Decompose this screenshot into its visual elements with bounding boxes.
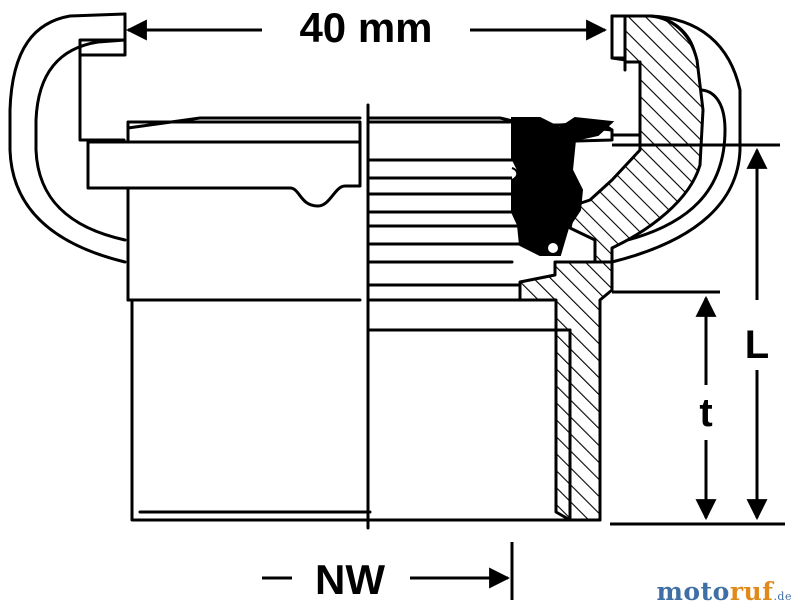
left-top-seal xyxy=(126,120,362,144)
gasket xyxy=(511,116,615,256)
dim-width-label: 40 mm xyxy=(299,4,432,51)
dim-nominal-label: NW xyxy=(315,556,385,603)
left-flange xyxy=(86,140,362,208)
left-claw-inner xyxy=(34,38,127,242)
left-claw xyxy=(8,12,127,264)
hatch-inner xyxy=(554,328,572,522)
brand-logo: motoruf.de xyxy=(656,577,792,606)
hatch-claw xyxy=(568,14,705,264)
brand-part-1: moto xyxy=(656,577,730,606)
dim-depth-label: t xyxy=(699,391,712,435)
left-sleeve xyxy=(130,298,602,522)
brand-part-2: ruf xyxy=(729,577,774,606)
dim-length-label: L xyxy=(745,323,769,367)
brand-part-3: .de xyxy=(773,590,792,603)
right-claw xyxy=(610,14,742,264)
left-claw-tip xyxy=(78,38,127,57)
